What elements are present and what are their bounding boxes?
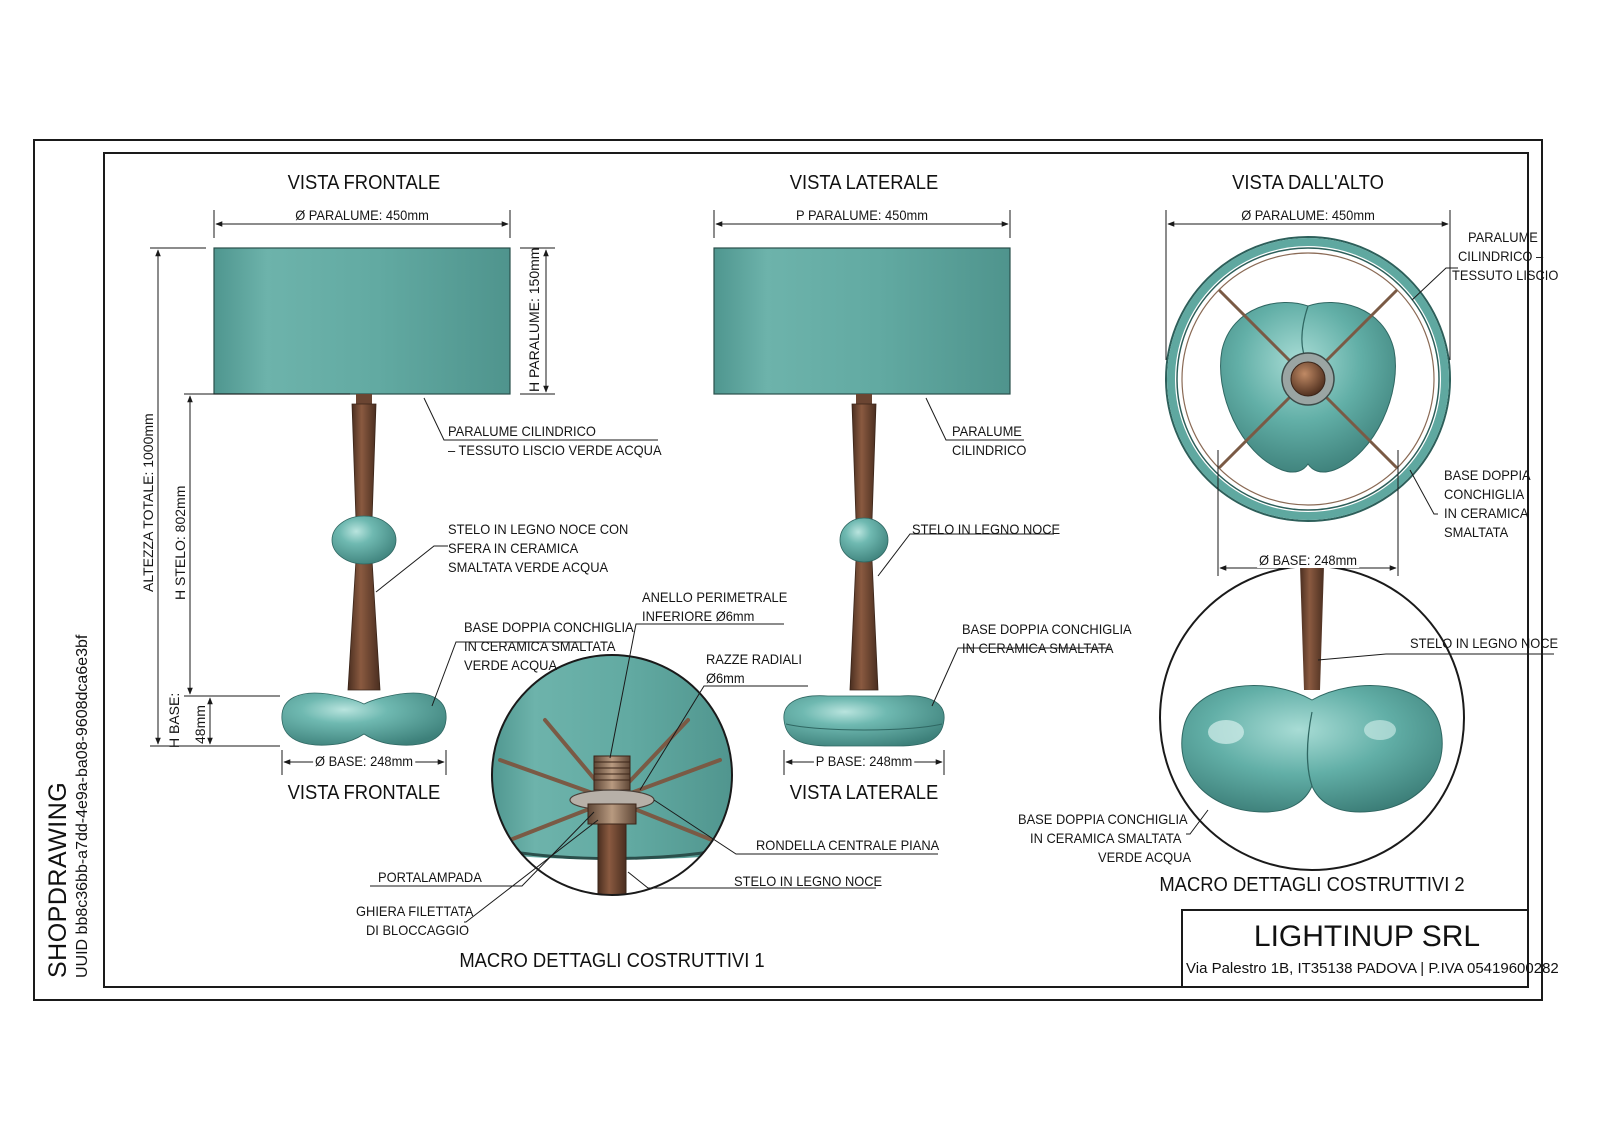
- top-shade-note-line2: CILINDRICO –: [1458, 248, 1544, 264]
- detail2-base-note-line2: IN CERAMICA SMALTATA: [1030, 830, 1182, 846]
- detail2-base-note-line1: BASE DOPPIA CONCHIGLIA: [1018, 811, 1188, 827]
- front-view-title-top: VISTA FRONTALE: [287, 172, 441, 194]
- company-name: LIGHTINUP SRL: [1253, 920, 1481, 953]
- side-stem-note: STELO IN LEGNO NOCE: [912, 521, 1061, 537]
- top-base-note-line1: BASE DOPPIA: [1444, 467, 1531, 483]
- total-height-dim: ALTEZZA TOTALE: 1000mm: [140, 413, 156, 592]
- title-block-frame: [1181, 909, 1529, 988]
- detail2-base-note-line3: VERDE ACQUA: [1098, 849, 1192, 865]
- detail1-ring-note-line1: ANELLO PERIMETRALE: [642, 589, 788, 605]
- front-shade-note-line2: – TESSUTO LISCIO VERDE ACQUA: [448, 442, 662, 458]
- detail2-title: MACRO DETTAGLI COSTRUTTIVI 2: [1159, 874, 1465, 896]
- front-stem-note-line3: SMALTATA VERDE ACQUA: [448, 559, 609, 575]
- side-view-title-top: VISTA LATERALE: [789, 172, 939, 194]
- detail2-stem-note: STELO IN LEGNO NOCE: [1410, 635, 1559, 651]
- detail1-socket-note: PORTALAMPADA: [378, 869, 482, 885]
- base-height-dim-label: H BASE:: [166, 692, 182, 748]
- top-shade-note-line3: TESSUTO LISCIO: [1452, 267, 1559, 283]
- side-base-note-line2: IN CERAMICA SMALTATA: [962, 640, 1114, 656]
- inner-frame: [103, 152, 1529, 988]
- detail1-washer-note: RONDELLA CENTRALE PIANA: [756, 837, 940, 853]
- side-view-lamp: [713, 247, 1011, 747]
- top-base-note-line3: IN CERAMICA: [1444, 505, 1529, 521]
- stem-height-dim: H STELO: 802mm: [172, 485, 188, 600]
- detail-2-circle: [1159, 565, 1465, 871]
- top-base-note-line2: CONCHIGLIA: [1444, 486, 1525, 502]
- detail1-ring-note-line2: INFERIORE Ø6mm: [642, 608, 755, 624]
- detail1-spokes-note-line1: RAZZE RADIALI: [706, 651, 802, 667]
- top-base-note-line4: SMALTATA: [1444, 524, 1509, 540]
- detail1-spokes-note-line2: Ø6mm: [706, 670, 745, 686]
- side-base-note-line1: BASE DOPPIA CONCHIGLIA: [962, 621, 1132, 637]
- detail1-title: MACRO DETTAGLI COSTRUTTIVI 1: [459, 950, 765, 972]
- side-shade-depth-dim: P PARALUME: 450mm: [794, 207, 930, 223]
- front-stem-note-line2: SFERA IN CERAMICA: [448, 540, 579, 556]
- side-base-depth-dim: P BASE: 248mm: [813, 753, 915, 769]
- front-shade-note-line1: PARALUME CILINDRICO: [448, 423, 596, 439]
- outer-frame: [33, 139, 1543, 1001]
- front-base-diameter-dim: Ø BASE: 248mm: [313, 753, 415, 769]
- front-stem-note-line1: STELO IN LEGNO NOCE CON: [448, 521, 629, 537]
- detail1-nut-note-line2: DI BLOCCAGGIO: [366, 922, 470, 938]
- front-view-title-bottom: VISTA FRONTALE: [287, 782, 441, 804]
- sheet-type-label: SHOPDRAWING: [44, 781, 72, 978]
- front-base-note-line2: IN CERAMICA SMALTATA: [464, 638, 616, 654]
- side-shade-note-line2: CILINDRICO: [952, 442, 1027, 458]
- front-base-note-line3: VERDE ACQUA: [464, 657, 558, 673]
- company-address: Via Palestro 1B, IT35138 PADOVA | P.IVA …: [1186, 960, 1559, 977]
- top-shade-note-line1: PARALUME: [1468, 229, 1538, 245]
- front-shade-height-dim: H PARALUME: 150mm: [526, 247, 542, 392]
- detail1-stem-note: STELO IN LEGNO NOCE: [734, 873, 883, 889]
- front-view-lamp: [213, 247, 511, 746]
- detail-1-circle: [491, 654, 733, 896]
- top-view-title: VISTA DALL'ALTO: [1232, 172, 1384, 194]
- front-shade-diameter-dim: Ø PARALUME: 450mm: [293, 207, 431, 223]
- top-shade-diameter-dim: Ø PARALUME: 450mm: [1239, 207, 1377, 223]
- side-shade-note-line1: PARALUME: [952, 423, 1022, 439]
- side-view-title-bottom: VISTA LATERALE: [789, 782, 939, 804]
- top-base-diameter-dim: Ø BASE: 248mm: [1257, 552, 1359, 568]
- sheet-uuid: UUID bb8c36bb-a7dd-4e9a-ba08-9608dca6e3b…: [74, 634, 91, 978]
- detail1-nut-note-line1: GHIERA FILETTATA: [356, 903, 474, 919]
- top-view-lamp: [1165, 236, 1451, 522]
- base-height-dim-value: 48mm: [192, 705, 208, 744]
- front-base-note-line1: BASE DOPPIA CONCHIGLIA: [464, 619, 634, 635]
